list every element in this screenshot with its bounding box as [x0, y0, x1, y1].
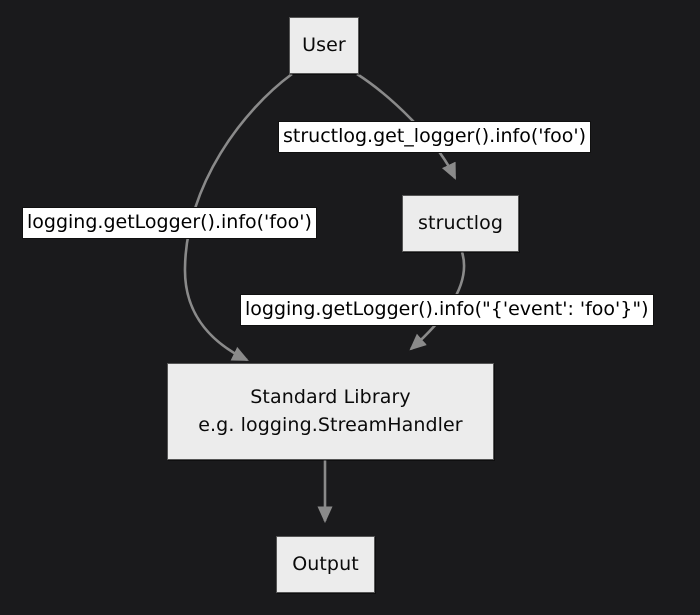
node-standard-library-title: Standard Library: [250, 385, 411, 408]
node-structlog-label: structlog: [418, 211, 503, 234]
node-standard-library[interactable]: Standard Library e.g. logging.StreamHand…: [167, 363, 494, 460]
node-output[interactable]: Output: [276, 536, 375, 593]
node-structlog[interactable]: structlog: [402, 195, 519, 252]
edge-label-user-to-standard-library: logging.getLogger().info('foo'): [22, 207, 317, 239]
node-user[interactable]: User: [289, 17, 359, 74]
edge-label-user-to-structlog: structlog.get_logger().info('foo'): [278, 121, 592, 153]
node-output-label: Output: [292, 552, 359, 575]
node-user-label: User: [302, 33, 346, 56]
edge-label-structlog-to-standard-library: logging.getLogger().info("{'event': 'foo…: [240, 294, 654, 326]
node-standard-library-subtitle: e.g. logging.StreamHandler: [198, 413, 463, 436]
